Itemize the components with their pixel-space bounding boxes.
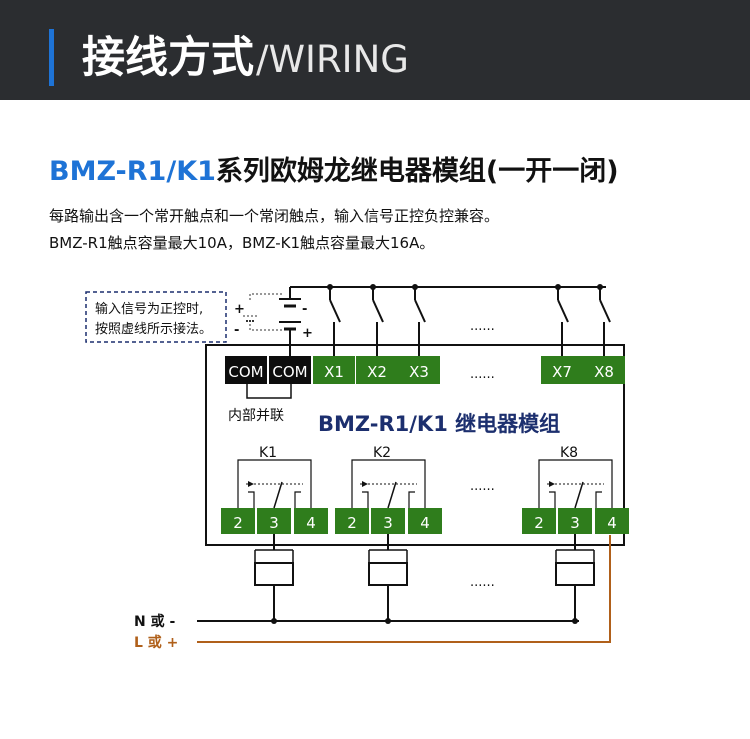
note-line-1: 输入信号为正控时, xyxy=(95,301,203,317)
module-box xyxy=(205,344,625,546)
note-line-2: 按照虚线所示接法。 xyxy=(95,321,212,337)
relay-terminal-3 xyxy=(558,508,592,534)
page-title: 接线方式/WIRING xyxy=(82,30,409,88)
title-cn: 接线方式 xyxy=(82,33,254,83)
load-box xyxy=(368,562,408,586)
title-en: /WIRING xyxy=(256,38,409,81)
switch-blade xyxy=(329,299,341,323)
supply-minus-label: - xyxy=(302,302,307,317)
dotted-minus-label: - xyxy=(234,323,239,338)
switch-blade xyxy=(414,299,426,323)
n-label: N 或 - xyxy=(134,613,175,630)
relay-ellipsis: ...... xyxy=(470,479,495,494)
x-terminal-label: X1 xyxy=(324,363,344,381)
relay-label-k2: K2 xyxy=(373,445,391,461)
desc-line-2: BMZ-R1触点容量最大10A，BMZ-K1触点容量最大16A。 xyxy=(49,234,435,252)
relay-terminal-label: 4 xyxy=(607,514,617,532)
l-wire xyxy=(197,535,611,643)
relay-terminal-2 xyxy=(335,508,369,534)
x-terminal-label: X8 xyxy=(594,363,614,381)
x-terminal-x3 xyxy=(398,356,440,384)
x-terminal-x2 xyxy=(356,356,398,384)
relay-terminal-2 xyxy=(221,508,255,534)
relay-terminal-label: 4 xyxy=(306,514,316,532)
x-terminal-x1 xyxy=(313,356,355,384)
l-label: L 或 + xyxy=(134,634,178,651)
internal-parallel-label: 内部并联 xyxy=(228,408,284,424)
relay-terminal-label: 3 xyxy=(570,514,580,532)
note-box xyxy=(85,291,227,343)
model-title: BMZ-R1/K1系列欧姆龙继电器模组(一开一闭) xyxy=(49,152,619,192)
relay-terminal-4 xyxy=(595,508,629,534)
switch-blade xyxy=(372,299,384,323)
relay-contact-frame xyxy=(237,459,312,508)
relay-terminal-3 xyxy=(371,508,405,534)
relay-terminal-label: 2 xyxy=(233,514,243,532)
input-switches xyxy=(327,284,611,356)
supply-plus-label: + xyxy=(302,326,313,341)
x-terminals: X1 X2 X3 X7 X8 xyxy=(313,356,625,384)
load-circuit xyxy=(254,534,595,624)
relay-contact-frame xyxy=(538,459,613,508)
model-code: BMZ-R1/K1 xyxy=(49,156,216,187)
relay-armature xyxy=(273,481,283,509)
relay-terminal-label: 3 xyxy=(383,514,393,532)
relay-terminal-2 xyxy=(522,508,556,534)
relay-terminal-4 xyxy=(294,508,328,534)
load-box xyxy=(555,562,595,586)
relay-terminal-label: 2 xyxy=(347,514,357,532)
dotted-wire-plus xyxy=(249,293,282,300)
load-box xyxy=(254,562,294,586)
relay-terminal-3 xyxy=(257,508,291,534)
switch-ellipsis: ...... xyxy=(470,319,495,334)
x-terminal-label: X7 xyxy=(552,363,572,381)
com-label-2: COM xyxy=(272,363,307,381)
module-label: BMZ-R1/K1 继电器模组 xyxy=(318,412,560,436)
relay-no-contact xyxy=(294,491,301,508)
com-terminal-2 xyxy=(269,356,311,384)
relay-nc-contact xyxy=(549,491,556,508)
relay-armature xyxy=(574,481,584,509)
relay-arrow xyxy=(362,481,368,487)
relay-label-k8: K8 xyxy=(560,445,578,461)
wiring-diagram: - + + - 输入信号为正控时, 按照虚线所示接法。 ...... COM C… xyxy=(85,284,629,651)
model-name: 系列欧姆龙继电器模组(一开一闭) xyxy=(215,156,619,187)
relay-armature xyxy=(387,481,397,509)
relay-outputs: 2 3 4 K1 2 3 4 K2 2 3 4 K8 xyxy=(221,445,629,534)
relay-contact-frame xyxy=(351,459,426,508)
relay-no-contact xyxy=(595,491,602,508)
desc-line-1: 每路输出含一个常开触点和一个常闭触点，输入信号正控负控兼容。 xyxy=(49,207,500,225)
switch-blade xyxy=(599,299,611,323)
x-terminal-x7 xyxy=(541,356,583,384)
dotted-plus-label: + xyxy=(234,302,245,317)
x-terminal-label: X3 xyxy=(409,363,429,381)
header-accent-bar xyxy=(49,29,54,86)
relay-nc-contact xyxy=(362,491,369,508)
x-terminal-label: X2 xyxy=(367,363,387,381)
relay-terminal-4 xyxy=(408,508,442,534)
xterm-ellipsis: ...... xyxy=(470,367,495,382)
relay-terminal-label: 3 xyxy=(269,514,279,532)
load-ellipsis: ...... xyxy=(470,575,495,590)
switch-blade xyxy=(557,299,569,323)
relay-nc-contact xyxy=(248,491,255,508)
dotted-wire-minus xyxy=(249,324,282,331)
relay-terminal-label: 2 xyxy=(534,514,544,532)
relay-arrow xyxy=(248,481,254,487)
page-header: 接线方式/WIRING xyxy=(0,0,750,100)
com-label-1: COM xyxy=(228,363,263,381)
relay-terminal-label: 4 xyxy=(420,514,430,532)
relay-no-contact xyxy=(408,491,415,508)
com-parallel-link xyxy=(246,384,292,399)
relay-label-k1: K1 xyxy=(259,445,277,461)
x-terminal-x8 xyxy=(583,356,625,384)
relay-arrow xyxy=(549,481,555,487)
com-terminal-1 xyxy=(225,356,267,384)
